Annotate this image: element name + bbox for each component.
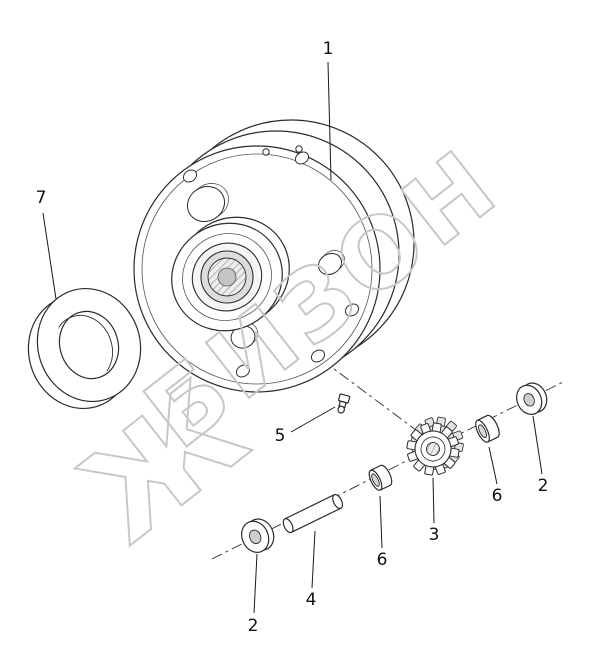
callout-6-right: 6 — [492, 486, 503, 506]
leader-line-2-right — [532, 415, 543, 475]
callout-2-left: 2 — [248, 616, 259, 636]
leader-line-4 — [311, 530, 316, 589]
leader-line-3 — [432, 477, 435, 524]
part-housing — [133, 119, 415, 393]
callout-labels: 1 7 5 2 4 6 3 6 2 — [36, 39, 549, 636]
leader-line-6-left — [379, 495, 383, 549]
projection-line — [321, 359, 429, 440]
callout-4: 4 — [306, 590, 317, 610]
part-bushing-right — [475, 414, 500, 443]
housing-bolt-holes — [182, 145, 360, 378]
part-bushing-left — [368, 464, 393, 491]
leader-line-1 — [327, 61, 332, 181]
part-washer-right — [516, 382, 548, 415]
leader-line-6-right — [488, 446, 498, 485]
part-washer-left — [241, 518, 275, 553]
housing-hub — [171, 216, 290, 332]
assembly-axis-lines — [211, 359, 566, 560]
callout-3: 3 — [429, 525, 440, 545]
callout-1: 1 — [323, 39, 334, 59]
callout-6-left: 6 — [377, 550, 388, 570]
part-seal-ring — [27, 287, 142, 410]
leader-lines — [42, 61, 543, 614]
part-gear — [399, 409, 472, 483]
leader-line-7 — [42, 212, 57, 300]
part-grease-fitting — [337, 393, 351, 414]
part-pin — [282, 493, 344, 534]
callout-7: 7 — [36, 188, 47, 208]
callout-2-right: 2 — [538, 476, 549, 496]
leader-line-2-left — [253, 553, 258, 614]
callout-5: 5 — [275, 426, 286, 446]
leader-line-5 — [290, 406, 336, 433]
